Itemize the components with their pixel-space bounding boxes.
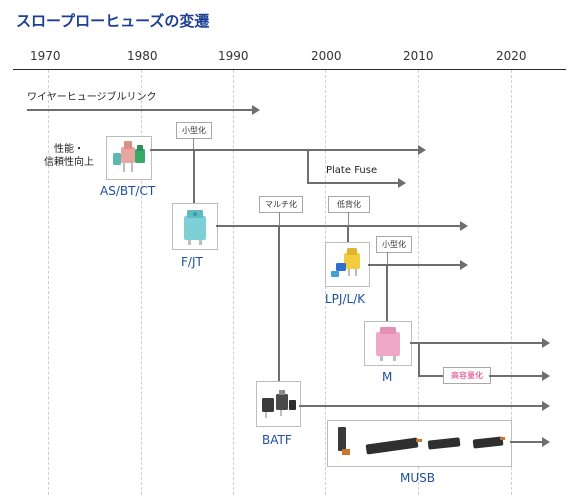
m-branch xyxy=(386,264,388,321)
as-bt-ct-label: AS/BT/CT xyxy=(100,184,156,198)
miniaturization-callout-1: 小型化 xyxy=(176,122,212,139)
high-capacity-line xyxy=(489,375,542,377)
m-line xyxy=(410,342,542,344)
arrowhead xyxy=(460,221,468,231)
page-title: スロープローヒューズの変遷 xyxy=(16,12,210,30)
arrowhead xyxy=(252,105,260,115)
plate-fuse-branch xyxy=(307,149,309,183)
f-jt-line xyxy=(216,225,460,227)
high-capacity-callout: 高容量化 xyxy=(443,367,491,384)
performance-reliability-note: 性能・ 信頼性向上 xyxy=(44,144,94,168)
year-2000: 2000 xyxy=(311,49,342,63)
m-fuse-image xyxy=(364,321,412,366)
m-label: M xyxy=(382,370,393,384)
f-jt-branch xyxy=(193,149,195,203)
plate-fuse-line xyxy=(307,182,398,184)
musb-label: MUSB xyxy=(400,471,435,485)
arrowhead xyxy=(542,437,550,447)
musb-line xyxy=(510,441,542,443)
wire-fusible-link-label: ワイヤーヒュージブルリンク xyxy=(27,92,157,103)
high-capacity-line xyxy=(418,375,443,377)
f-jt-label: F/JT xyxy=(181,255,203,269)
callout-leader xyxy=(279,212,280,225)
arrowhead xyxy=(398,178,406,188)
year-1990: 1990 xyxy=(218,49,249,63)
high-capacity-branch xyxy=(418,342,420,376)
gridline-2020 xyxy=(511,70,512,495)
musb-fuse-image xyxy=(327,420,512,467)
callout-leader xyxy=(193,138,194,149)
multi-callout: マルチ化 xyxy=(259,196,303,213)
arrowhead xyxy=(418,145,426,155)
year-1970: 1970 xyxy=(30,49,61,63)
lpj-l-k-fuse-image xyxy=(325,242,370,287)
plate-fuse-label: Plate Fuse xyxy=(326,165,378,176)
low-cost-callout: 低背化 xyxy=(328,196,370,213)
as-bt-ct-fuse-image xyxy=(106,136,152,180)
timeline-axis xyxy=(13,69,566,70)
miniaturization-callout-2: 小型化 xyxy=(376,236,412,253)
gridline-1980 xyxy=(141,70,142,495)
gridline-2010 xyxy=(418,70,419,495)
batf-label: BATF xyxy=(262,433,292,447)
batf-fuse-image xyxy=(256,381,301,427)
batf-line xyxy=(299,405,542,407)
lpj-branch xyxy=(347,225,349,242)
arrowhead xyxy=(542,401,550,411)
lpj-l-k-label: LPJ/L/K xyxy=(325,292,366,306)
gridline-1970 xyxy=(48,70,49,495)
gridline-1990 xyxy=(233,70,234,495)
year-2010: 2010 xyxy=(403,49,434,63)
year-2020: 2020 xyxy=(496,49,527,63)
f-jt-fuse-image xyxy=(172,203,218,250)
callout-leader xyxy=(387,252,388,264)
lpj-l-k-line xyxy=(368,264,460,266)
batf-branch xyxy=(278,225,280,381)
callout-leader xyxy=(348,212,349,225)
arrowhead xyxy=(542,371,550,381)
year-1980: 1980 xyxy=(127,49,158,63)
arrowhead xyxy=(542,338,550,348)
wire-fusible-link-line xyxy=(27,109,252,111)
arrowhead xyxy=(460,260,468,270)
as-bt-ct-line xyxy=(150,149,418,151)
